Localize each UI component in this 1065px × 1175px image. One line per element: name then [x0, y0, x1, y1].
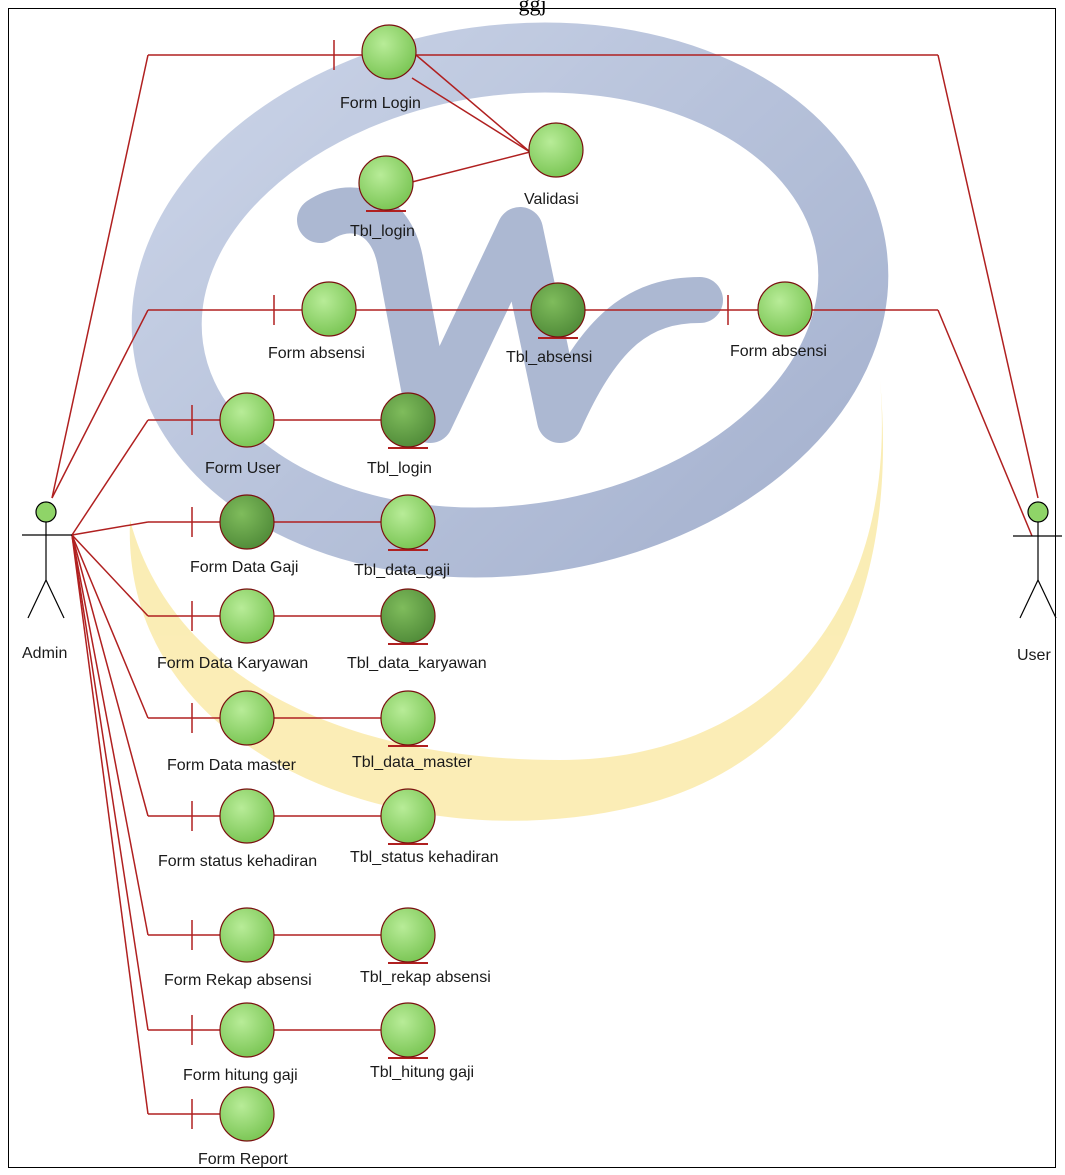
- form-rekap-absensi-node[interactable]: [219, 907, 275, 963]
- validasi-label: Validasi: [524, 191, 579, 208]
- tbl-login-label: Tbl_login: [367, 460, 432, 477]
- form-status-kehadiran-node[interactable]: [219, 788, 275, 844]
- validasi-node[interactable]: [528, 122, 584, 178]
- form-report-node[interactable]: [219, 1086, 275, 1142]
- labels: Admin User Form Login Tbl_login Validasi…: [22, 95, 1051, 1168]
- form-hitung-gaji-label: Form hitung gaji: [183, 1067, 298, 1084]
- boundary-markers: [191, 40, 729, 1129]
- form-report-label: Form Report: [198, 1151, 288, 1168]
- tbl-absensi-node[interactable]: [530, 282, 586, 338]
- tbl-login-top-label: Tbl_login: [350, 223, 415, 240]
- admin-label: Admin: [22, 645, 67, 662]
- form-absensi-user-node[interactable]: [757, 281, 813, 337]
- tbl-absensi-label: Tbl_absensi: [506, 349, 592, 366]
- tbl-status-kehadiran-label: Tbl_status kehadiran: [350, 849, 499, 866]
- tbl-data-gaji-label: Tbl_data_gaji: [354, 562, 450, 579]
- tbl-hitung-gaji-label: Tbl_hitung gaji: [370, 1064, 474, 1081]
- tbl-rekap-absensi-label: Tbl_rekap absensi: [360, 969, 491, 986]
- form-user-label: Form User: [205, 460, 281, 477]
- diagram-frame: [8, 8, 1056, 1168]
- form-user-node[interactable]: [219, 392, 275, 448]
- nodes: [219, 24, 813, 1142]
- tbl-data-karyawan-node[interactable]: [380, 588, 436, 644]
- form-rekap-absensi-label: Form Rekap absensi: [164, 972, 312, 989]
- form-hitung-gaji-node[interactable]: [219, 1002, 275, 1058]
- user-label: User: [1017, 647, 1051, 664]
- entity-underlines: [366, 210, 578, 1059]
- tbl-data-gaji-node[interactable]: [380, 494, 436, 550]
- tbl-status-kehadiran-node[interactable]: [380, 788, 436, 844]
- form-absensi-user-label: Form absensi: [730, 343, 827, 360]
- form-data-master-label: Form Data master: [167, 757, 297, 774]
- connection-lines: [51, 54, 1039, 1115]
- tbl-login-top-node[interactable]: [358, 155, 414, 211]
- form-data-karyawan-node[interactable]: [219, 588, 275, 644]
- admin-actor[interactable]: [22, 501, 72, 619]
- tbl-data-master-node[interactable]: [380, 690, 436, 746]
- form-login-label: Form Login: [340, 95, 421, 112]
- form-data-karyawan-label: Form Data Karyawan: [157, 655, 308, 672]
- form-absensi-admin-label: Form absensi: [268, 345, 365, 362]
- tbl-data-master-label: Tbl_data_master: [352, 754, 473, 771]
- form-status-kehadiran-label: Form status kehadiran: [158, 853, 317, 870]
- tbl-login-node[interactable]: [380, 392, 436, 448]
- form-data-gaji-label: Form Data Gaji: [190, 559, 298, 576]
- form-data-master-node[interactable]: [219, 690, 275, 746]
- tbl-rekap-absensi-node[interactable]: [380, 907, 436, 963]
- form-absensi-admin-node[interactable]: [301, 281, 357, 337]
- tbl-hitung-gaji-node[interactable]: [380, 1002, 436, 1058]
- user-actor[interactable]: [1013, 501, 1062, 619]
- tbl-data-karyawan-label: Tbl_data_karyawan: [347, 655, 487, 672]
- form-login-node[interactable]: [361, 24, 417, 80]
- form-data-gaji-node[interactable]: [219, 494, 275, 550]
